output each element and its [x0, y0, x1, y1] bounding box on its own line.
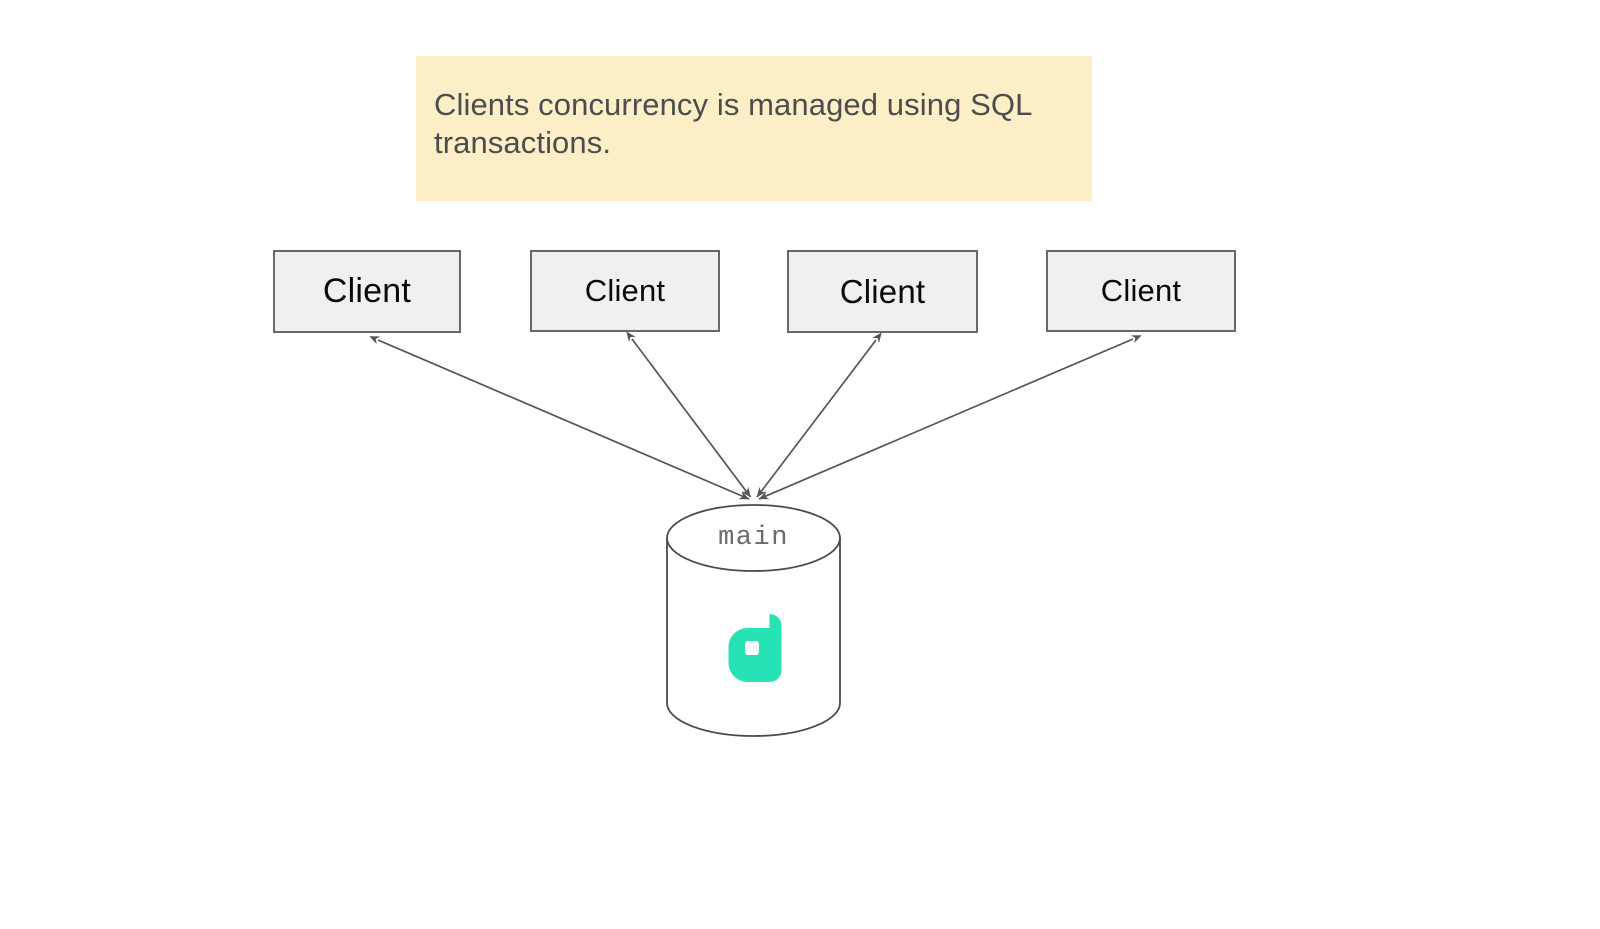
client-label: Client [322, 272, 412, 310]
note-box: Clients concurrency is managed using SQL… [416, 56, 1092, 201]
client-label: Client [584, 273, 666, 308]
dolt-logo-icon [728, 614, 782, 682]
client-node-2[interactable]: Client [530, 250, 720, 332]
client-node-1[interactable]: Client [273, 250, 461, 333]
client-label: Client [839, 272, 926, 310]
cylinder-top [666, 504, 841, 572]
note-text: Clients concurrency is managed using SQL… [434, 87, 1041, 160]
client-node-4[interactable]: Client [1046, 250, 1236, 332]
client-node-3[interactable]: Client [787, 250, 978, 333]
database-label: main [718, 523, 789, 553]
client-label: Client [1100, 273, 1182, 308]
